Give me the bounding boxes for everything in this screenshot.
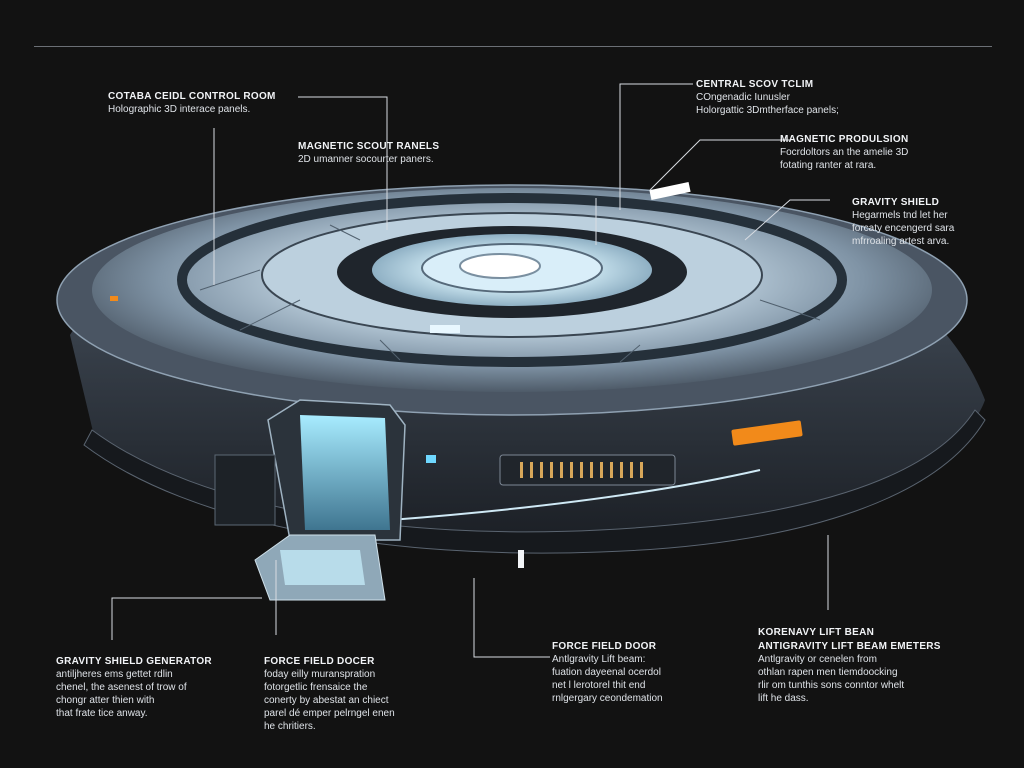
top-indicator xyxy=(649,181,691,201)
callout-desc: Focrdoltors an the amelie 3D fotating ra… xyxy=(780,147,909,171)
callout-title: CENTRAL SCOV TCLIM xyxy=(696,79,814,90)
callout-control-room: COTABA CEIDL CONTROL ROOM Holographic 3D… xyxy=(108,90,368,116)
leader-c8 xyxy=(473,578,550,658)
core-center xyxy=(484,261,516,271)
callout-force-field-door: FORCE FIELD DOOR Antlgravity Lift beam: … xyxy=(552,640,752,705)
hull-glow-line xyxy=(389,469,761,521)
callout-title: FORCE FIELD DOCER xyxy=(264,656,375,667)
callout-lift-beam-emitters: ANTIGRAVITY LIFT BEAM EMETERS Antlgravit… xyxy=(758,640,988,705)
callout-desc: COngenadic Iunusler Holorgattic 3Dmtherf… xyxy=(696,92,839,116)
callout-desc: foday eilly muranspration fotorgetlic fr… xyxy=(264,669,395,732)
callout-title: KORENAVY LIFT BEAN xyxy=(758,627,875,638)
callout-central-scov: CENTRAL SCOV TCLIM COngenadic Iunusler H… xyxy=(696,78,916,117)
callout-desc: Holographic 3D interace panels. xyxy=(108,104,251,115)
callout-desc: 2D umanner socourter paners. xyxy=(298,154,434,165)
callout-desc: antiljheres ems gettet rdlin chenel, the… xyxy=(56,669,187,719)
callout-title: FORCE FIELD DOOR xyxy=(552,641,657,652)
leader-c4 xyxy=(649,139,790,191)
panel-light-1 xyxy=(430,325,460,333)
callout-desc: Hegarmels tnd let her forcaty encengerd … xyxy=(852,210,955,247)
cyan-light xyxy=(426,455,436,463)
engine-vent-fins xyxy=(520,462,643,478)
callout-title: ANTIGRAVITY LIFT BEAM EMETERS xyxy=(758,641,941,652)
engine-vent xyxy=(499,454,676,486)
callout-lift-bean: KORENAVY LIFT BEAN xyxy=(758,626,978,639)
side-panel xyxy=(214,454,276,526)
callout-desc: Antlgravity or cenelen from othlan rapen… xyxy=(758,654,905,704)
leader-c3 xyxy=(619,83,693,210)
panel-light-2 xyxy=(110,296,118,301)
callout-gravity-shield: GRAVITY SHIELD Hegarmels tnd let her for… xyxy=(852,196,1012,248)
callout-title: COTABA CEIDL CONTROL ROOM xyxy=(108,91,276,102)
callout-title: GRAVITY SHIELD xyxy=(852,197,940,208)
callout-force-field-docer: FORCE FIELD DOCER foday eilly muransprat… xyxy=(264,655,464,733)
orange-light xyxy=(731,420,803,446)
callout-title: MAGNETIC SCOUT RANELS xyxy=(298,141,440,152)
leader-c5 xyxy=(744,199,830,241)
callout-title: GRAVITY SHIELD GENERATOR xyxy=(56,656,212,667)
ring-1 xyxy=(177,193,847,367)
leader-c6 xyxy=(111,597,262,640)
door-glow xyxy=(300,415,390,530)
callout-title: MAGNETIC PRODULSION xyxy=(780,134,909,145)
callout-gravity-shield-generator: GRAVITY SHIELD GENERATOR antiljheres ems… xyxy=(56,655,256,720)
white-marker xyxy=(518,550,524,568)
callout-desc: Antlgravity Lift beam: fuation dayeenal … xyxy=(552,654,663,704)
callout-magnetic-propulsion: MAGNETIC PRODULSION Focrdoltors an the a… xyxy=(780,133,1000,172)
top-rule xyxy=(34,46,992,47)
callout-scout-panels: MAGNETIC SCOUT RANELS 2D umanner socourt… xyxy=(298,140,518,166)
leader-c1-h xyxy=(298,96,388,230)
door-ramp-light xyxy=(280,550,365,585)
